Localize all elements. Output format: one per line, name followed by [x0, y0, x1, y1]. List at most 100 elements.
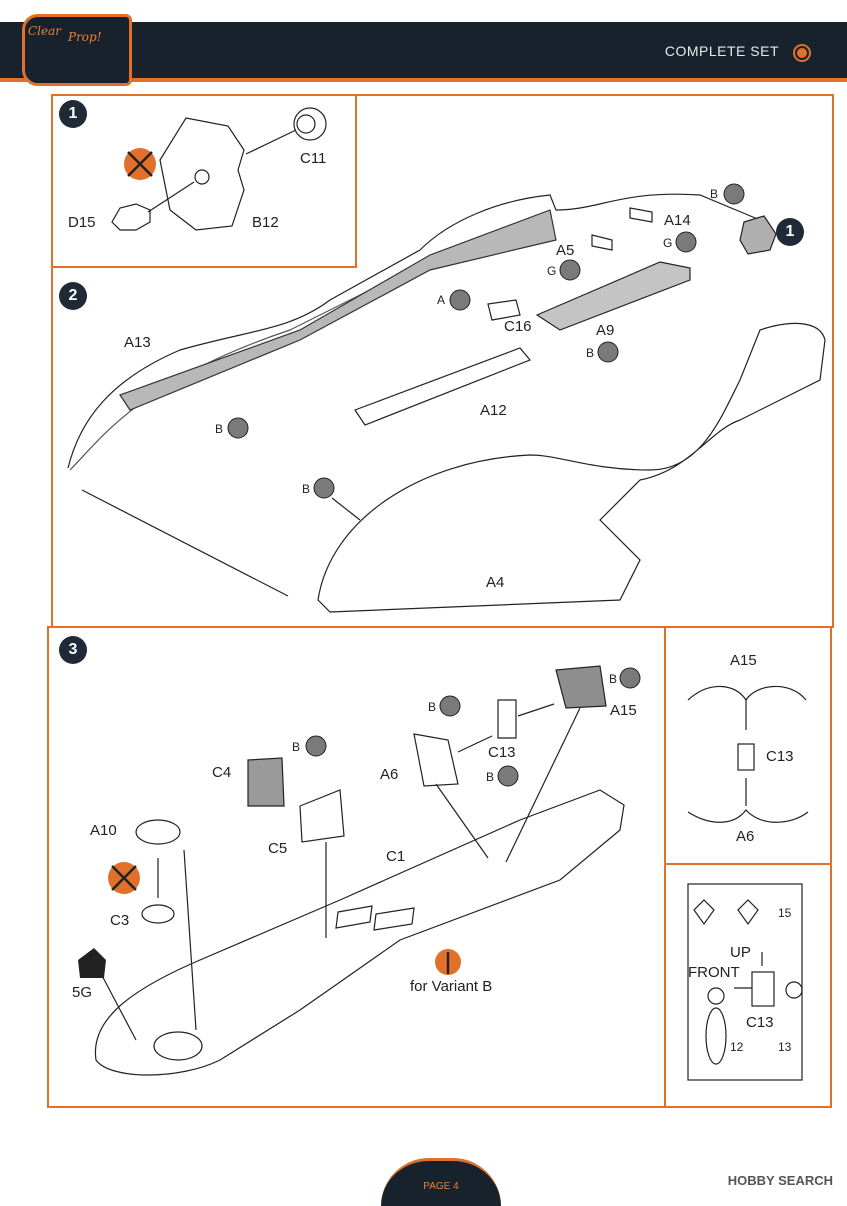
brand-logo-text-2: Prop! [68, 30, 102, 44]
arrow-c13-a15 [517, 703, 555, 717]
detail-c13-marker [707, 987, 725, 1005]
part-b12-shape [159, 117, 245, 231]
detail-b-up-label: UP [730, 944, 751, 961]
glue-label-b-a13: B [215, 422, 224, 436]
arrow-a15 [505, 707, 581, 863]
detail-c13-part [751, 971, 775, 1007]
part-c11-ring [293, 107, 327, 141]
label-a5: A5 [556, 242, 575, 259]
part-a15-shape [555, 665, 607, 709]
callout-step-1-badge: 1 [776, 218, 804, 246]
detail-b-c13-label: C13 [746, 1014, 774, 1031]
part-a4-outline [317, 322, 826, 613]
label-5g: 5G [72, 984, 93, 1001]
part-c5-shape [299, 789, 345, 843]
label-a6: A6 [380, 766, 399, 783]
detail-b-sprue-13: 13 [778, 1040, 792, 1054]
detail-sprue-part-2 [737, 899, 759, 926]
part-a5-shape [535, 261, 691, 331]
part-c1-block-2 [373, 907, 415, 931]
label-a4: A4 [486, 574, 505, 591]
glue-label-a-c16: A [437, 293, 446, 307]
glue-label-b-callout: B [710, 187, 719, 201]
label-c1: C1 [386, 848, 406, 865]
label-a14: A14 [664, 212, 691, 229]
no-glue-icons [108, 148, 461, 975]
glue-label-g-a5: G [547, 264, 557, 278]
arrow-a6-c13 [457, 735, 493, 753]
label-c13: C13 [488, 744, 516, 761]
weight-icon [78, 948, 106, 978]
label-c16: C16 [504, 318, 532, 335]
detail-a15-shape [687, 685, 807, 702]
part-c1-block-1 [335, 905, 373, 929]
set-dot-icon [795, 46, 809, 60]
detail-c13-shape [737, 743, 755, 771]
part-c3-shape [141, 904, 175, 924]
step-2-badge: 2 [59, 282, 87, 310]
leader-5g [97, 967, 137, 1041]
header-bar [0, 22, 847, 78]
label-d15: D15 [68, 214, 96, 231]
step-1-panel [51, 94, 357, 268]
brand-logo [22, 14, 132, 86]
part-d15-shape [111, 203, 151, 231]
step-2-top-border [355, 94, 834, 268]
glue-label-b-a6: B [428, 700, 437, 714]
part-c1-shape [94, 789, 625, 1076]
label-c4: C4 [212, 764, 232, 781]
label-a12: A12 [480, 402, 507, 419]
detail-sprue-part-1 [693, 899, 715, 926]
detail-b-front-label: FRONT [688, 964, 740, 981]
glue-label-g-a14: G [663, 236, 673, 250]
detail-b-sprue-12: 12 [730, 1040, 744, 1054]
glue-icons [227, 183, 745, 787]
label-a10: A10 [90, 822, 117, 839]
label-a15: A15 [610, 702, 637, 719]
detail-a-label-a6: A6 [736, 828, 755, 845]
detail-a-label-a15: A15 [730, 652, 757, 669]
page-header: Clear Prop! COMPLETE SET [0, 0, 847, 88]
part-a13-outline [67, 193, 761, 469]
step-1-badge: 1 [59, 100, 87, 128]
part-c4-shape [247, 757, 285, 807]
glue-label-b-a4: B [302, 482, 311, 496]
detail-b-sprue-15: 15 [778, 906, 792, 920]
part-a6-shape [413, 733, 459, 787]
arrow-a6 [435, 783, 489, 859]
detail-sprue-frame [687, 883, 803, 1081]
part-c1-ring [153, 1031, 203, 1061]
part-a13-grey-face [119, 209, 557, 411]
glue-label-b-c4: B [292, 740, 301, 754]
label-c5: C5 [268, 840, 288, 857]
part-c13-shape [497, 699, 517, 739]
label-a9: A9 [596, 322, 615, 339]
set-label: COMPLETE SET [664, 43, 779, 59]
page-number: PAGE 4 [423, 1181, 459, 1192]
header-stripe [0, 78, 847, 82]
detail-sprue-gate [785, 981, 803, 999]
arrow-c11 [245, 129, 297, 155]
part-a5-small-shape [591, 234, 613, 251]
detail-a6-shape [687, 809, 809, 823]
hobby-search-watermark: HOBBY SEARCH [727, 1173, 833, 1188]
label-c3: C3 [110, 912, 130, 929]
part-c16-shape [487, 299, 521, 321]
variant-b-label: for Variant B [410, 978, 493, 995]
arrow-to-a13 [81, 489, 289, 597]
arrow-d15 [147, 181, 195, 213]
part-b12-hole [194, 169, 210, 185]
glue-label-b-c13: B [486, 770, 495, 784]
arrow-b-a4 [331, 497, 361, 521]
brand-logo-text: Clear [28, 24, 62, 38]
detail-a-label-c13: C13 [766, 748, 794, 765]
step-3-badge: 3 [59, 636, 87, 664]
glue-label-b-a9: B [586, 346, 595, 360]
label-c11: C11 [300, 150, 327, 167]
label-b12: B12 [252, 214, 279, 231]
detail-sprue-part-3 [705, 1007, 727, 1065]
part-a10-shape [135, 819, 181, 845]
glue-label-b-a15: B [609, 672, 618, 686]
label-a13: A13 [124, 334, 151, 351]
